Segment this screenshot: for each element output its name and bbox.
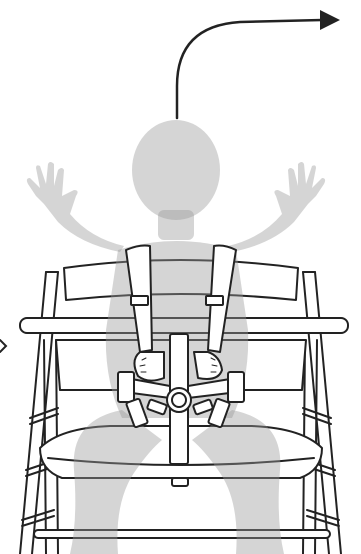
harness-center-buckle xyxy=(167,388,191,412)
harness-left-pad xyxy=(134,352,164,381)
chair-right-leg xyxy=(303,272,341,554)
child-right-arm xyxy=(228,162,325,252)
chair-left-leg xyxy=(20,272,58,554)
child-left-arm xyxy=(27,162,124,252)
harness-left-adjuster xyxy=(131,296,148,305)
curved-arrow-icon xyxy=(177,10,340,118)
harness-right-adjuster xyxy=(206,296,223,305)
left-pointer-arrow-icon xyxy=(0,340,6,352)
harness-crotch-clip xyxy=(172,478,188,486)
child-head xyxy=(132,120,220,220)
